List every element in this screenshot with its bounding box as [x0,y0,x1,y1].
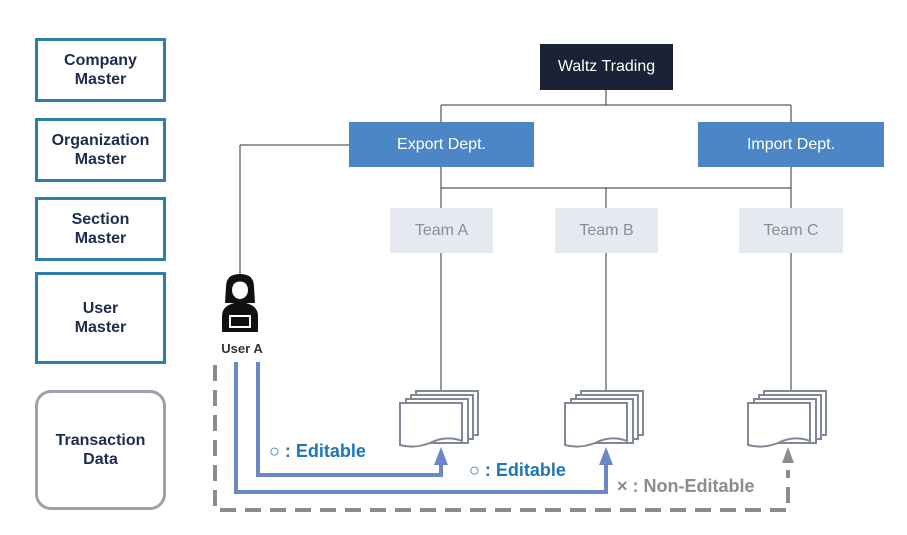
export-dept-node: Export Dept. [349,122,534,167]
non-editable-label: × : Non-Editable [617,476,755,496]
team-b-node: Team B [555,208,658,253]
transaction-data-box: Transaction Data [35,390,166,510]
document-stack-icon [747,390,827,448]
editable-path-team-b [234,362,613,494]
editable-label-team-a: ○ : Editable [269,441,366,461]
user-name-label: User A [221,341,263,356]
section-master-box: Section Master [35,197,166,261]
team-a-node: Team A [390,208,493,253]
company-node: Waltz Trading [540,44,673,90]
document-stack-icon [399,390,479,448]
import-dept-node: Import Dept. [698,122,884,167]
company-master-box: Company Master [35,38,166,102]
org-tree-lines [239,90,792,394]
user-master-box: User Master [35,272,166,364]
non-editable-path [213,365,794,512]
organization-master-box: Organization Master [35,118,166,182]
team-c-node: Team C [739,208,843,253]
editable-label-team-b: ○ : Editable [469,460,566,480]
editable-path-team-a [256,362,448,477]
user-icon [222,274,258,332]
document-stack-icon [564,390,644,448]
